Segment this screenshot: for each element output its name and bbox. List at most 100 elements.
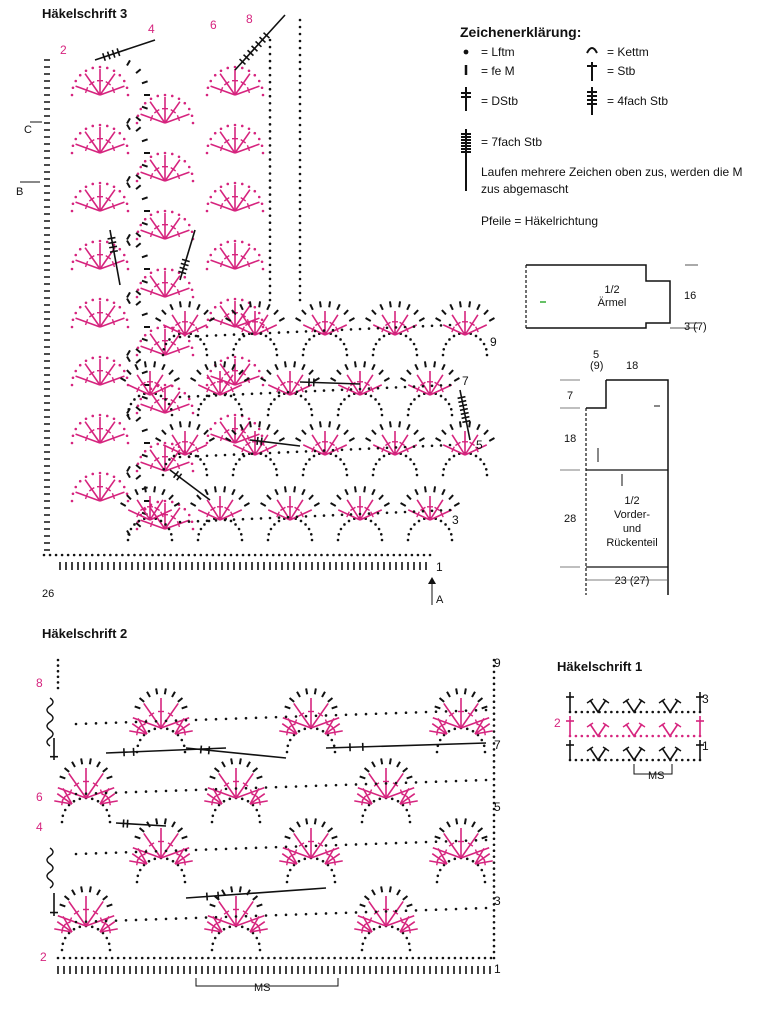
arch-row [400, 361, 460, 382]
chain-arch [161, 331, 209, 357]
chart2-row-8: 8 [36, 676, 43, 690]
shell-stitch-group [267, 371, 313, 396]
arch-row [434, 688, 488, 710]
v-stitch-bar [602, 746, 610, 752]
shell-stitch-group [210, 127, 260, 154]
chart3-marker-c: C [24, 124, 32, 136]
v-stitch [625, 723, 643, 738]
v-stitch-bar [658, 746, 666, 752]
arch-row [284, 818, 338, 840]
v-stitch-bar [674, 698, 682, 704]
shell-stitch-group [399, 788, 418, 806]
chart3-arrow-a: A [436, 594, 444, 606]
v-stitch-bar [622, 698, 630, 704]
single-crochet-row [57, 966, 491, 974]
shell-stitch-group [324, 718, 343, 736]
chain-arch [441, 331, 489, 357]
arch-row [59, 758, 113, 780]
v-stitch [661, 723, 679, 738]
chain-arch [196, 516, 244, 542]
chain-arch [336, 391, 384, 417]
shell-stitch-group [140, 503, 190, 530]
shell-stitch-group [197, 371, 243, 396]
chain-arch [205, 239, 265, 271]
shell-stitch-group [99, 788, 118, 806]
chain-row [56, 658, 60, 690]
chart2-row-3: 3 [494, 894, 501, 908]
shell-stitch-group [282, 698, 340, 729]
long-treble-stitch [249, 436, 301, 447]
chain-arch [196, 391, 244, 417]
slip-stitch-chain [46, 697, 54, 747]
shell-stitch-group [75, 417, 125, 444]
body-dim-top-right: 18 [626, 360, 639, 372]
chain-arch [205, 181, 265, 213]
shell-stitch-group [140, 329, 190, 356]
shell-stitch-group [442, 311, 488, 336]
shell-stitch-group [140, 387, 190, 414]
chain-row [42, 553, 432, 557]
shell-stitch-group [372, 311, 418, 336]
shell-stitch-group [354, 916, 373, 934]
chart3-diagram [20, 14, 495, 605]
long-treble-stitch [234, 14, 286, 71]
v-stitch-bar [638, 698, 646, 704]
v-stitch [625, 699, 643, 714]
shell-stitch-group [140, 445, 190, 472]
chain-arch [301, 451, 349, 477]
chain-arch [161, 451, 209, 477]
body-dim-bottom: 23 (27) [614, 575, 650, 587]
long-treble-stitch [185, 887, 327, 901]
v-stitch-bar [638, 746, 646, 752]
shell-stitch-group [204, 788, 223, 806]
long-treble-stitch [178, 229, 196, 281]
legend-label-lftm: = Lftm [481, 45, 515, 59]
chart2-row-7: 7 [494, 738, 501, 752]
arch-row [134, 688, 188, 710]
chain-arch [406, 391, 454, 417]
shell-stitch-group [129, 848, 148, 866]
chart3-row-5: 5 [476, 438, 483, 452]
chain-arch [210, 796, 262, 824]
arch-row [120, 486, 180, 507]
shell-stitch-group [204, 916, 223, 934]
shell-stitch-group [357, 896, 415, 927]
chain-arch [70, 297, 130, 329]
v-stitch-bar [586, 746, 594, 752]
shell-stitch-group [75, 243, 125, 270]
chart2-repeat-label: MS [254, 982, 271, 994]
chart1-title: Häkelschrift 1 [557, 659, 643, 674]
chain-arch [266, 391, 314, 417]
chain-row [74, 838, 488, 856]
v-stitch-bar [638, 722, 646, 728]
legend-label-fem: = fe M [481, 64, 515, 78]
shell-stitch-group [337, 496, 383, 521]
body-label-3: und [622, 523, 642, 535]
long-treble-stitch [115, 819, 167, 828]
arch-row [155, 301, 215, 322]
arch-row [359, 758, 413, 780]
long-treble-stitch [94, 39, 156, 62]
shell-stitch-group [140, 213, 190, 240]
chain-row [74, 778, 488, 796]
long-treble-stitch [169, 469, 211, 501]
direction-arrowhead [428, 577, 436, 584]
shell-stitch-group [279, 718, 298, 736]
chart3-row-1: 1 [436, 560, 443, 574]
shell-stitch-group [174, 718, 193, 736]
shell-stitch-group [354, 788, 373, 806]
shell-stitch-group [207, 896, 265, 927]
slip-stitch-arc-icon [586, 47, 598, 54]
chart2-row-4: 4 [36, 820, 43, 834]
chart3-top-4: 4 [148, 22, 155, 36]
shell-stitch-group [162, 311, 208, 336]
chart3-top-2: 2 [60, 43, 67, 57]
shell-stitch-group [282, 828, 340, 859]
shell-stitch-group [54, 916, 73, 934]
arch-row [155, 421, 215, 442]
legend-label-stb: = Stb [607, 64, 636, 78]
shell-stitch-group [75, 475, 125, 502]
single-crochet-row [59, 562, 427, 570]
body-dim-side-1: 7 [567, 390, 574, 402]
shell-stitch-group [162, 431, 208, 456]
